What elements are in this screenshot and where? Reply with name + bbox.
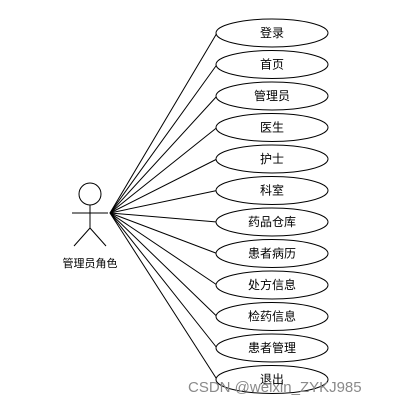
use-case-label: 护士 bbox=[260, 152, 284, 166]
use-case-ellipse bbox=[215, 365, 329, 394]
use-case: 医生 bbox=[215, 113, 329, 142]
watermark: CSDN @weixin_ZYKJ985 bbox=[188, 379, 362, 396]
association-line bbox=[109, 212, 218, 223]
use-case-label: 医生 bbox=[260, 121, 284, 135]
association-line bbox=[109, 212, 218, 286]
association-line bbox=[109, 212, 218, 317]
use-case-label: 退出 bbox=[260, 373, 284, 387]
association-line bbox=[109, 158, 218, 214]
association-line bbox=[109, 64, 218, 214]
association-line bbox=[109, 212, 218, 349]
use-case-ellipse bbox=[215, 333, 329, 363]
use-case: 科室 bbox=[215, 176, 329, 205]
use-case-ellipse bbox=[215, 18, 329, 48]
use-case-ellipse bbox=[215, 270, 329, 300]
association-line bbox=[109, 212, 218, 380]
use-case: 处方信息 bbox=[215, 270, 329, 300]
use-case-ellipse bbox=[215, 176, 329, 205]
use-case-ellipse bbox=[215, 113, 329, 142]
use-case-label: 科室 bbox=[260, 183, 284, 198]
use-case-ellipse bbox=[215, 207, 329, 237]
use-case: 登录 bbox=[215, 18, 329, 48]
use-case-label: 检药信息 bbox=[248, 309, 296, 324]
actor-left-leg bbox=[73, 227, 91, 247]
actor-right-leg bbox=[89, 227, 107, 247]
use-case-ellipse bbox=[215, 239, 329, 268]
association-line bbox=[109, 190, 218, 214]
use-case-label: 登录 bbox=[260, 25, 284, 40]
use-case: 退出 bbox=[215, 365, 329, 394]
use-case-ellipse bbox=[215, 50, 329, 79]
use-case-ellipse bbox=[215, 302, 329, 331]
actor-head bbox=[78, 182, 102, 206]
association-lines bbox=[109, 32, 218, 380]
use-case-label: 药品仓库 bbox=[248, 214, 296, 229]
use-case-ellipse bbox=[215, 81, 329, 111]
use-case: 药品仓库 bbox=[215, 207, 329, 237]
use-case: 患者病历 bbox=[215, 239, 329, 268]
use-case: 首页 bbox=[215, 50, 329, 79]
association-line bbox=[109, 212, 218, 254]
use-case: 护士 bbox=[215, 144, 329, 174]
use-case: 管理员 bbox=[215, 81, 329, 111]
association-line bbox=[109, 95, 218, 214]
use-case: 患者管理 bbox=[215, 333, 329, 363]
use-case-label: 处方信息 bbox=[248, 277, 296, 292]
use-case-ellipse bbox=[215, 144, 329, 174]
association-line bbox=[109, 127, 218, 214]
association-line bbox=[109, 32, 218, 214]
actor: 管理员角色 bbox=[63, 182, 118, 270]
use-case-label: 患者管理 bbox=[248, 340, 296, 355]
use-case-label: 患者病历 bbox=[248, 246, 296, 261]
actor-label: 管理员角色 bbox=[63, 256, 118, 270]
use-case-label: 首页 bbox=[260, 58, 284, 72]
use-case: 检药信息 bbox=[215, 302, 329, 331]
use-case-label: 管理员 bbox=[254, 88, 290, 103]
